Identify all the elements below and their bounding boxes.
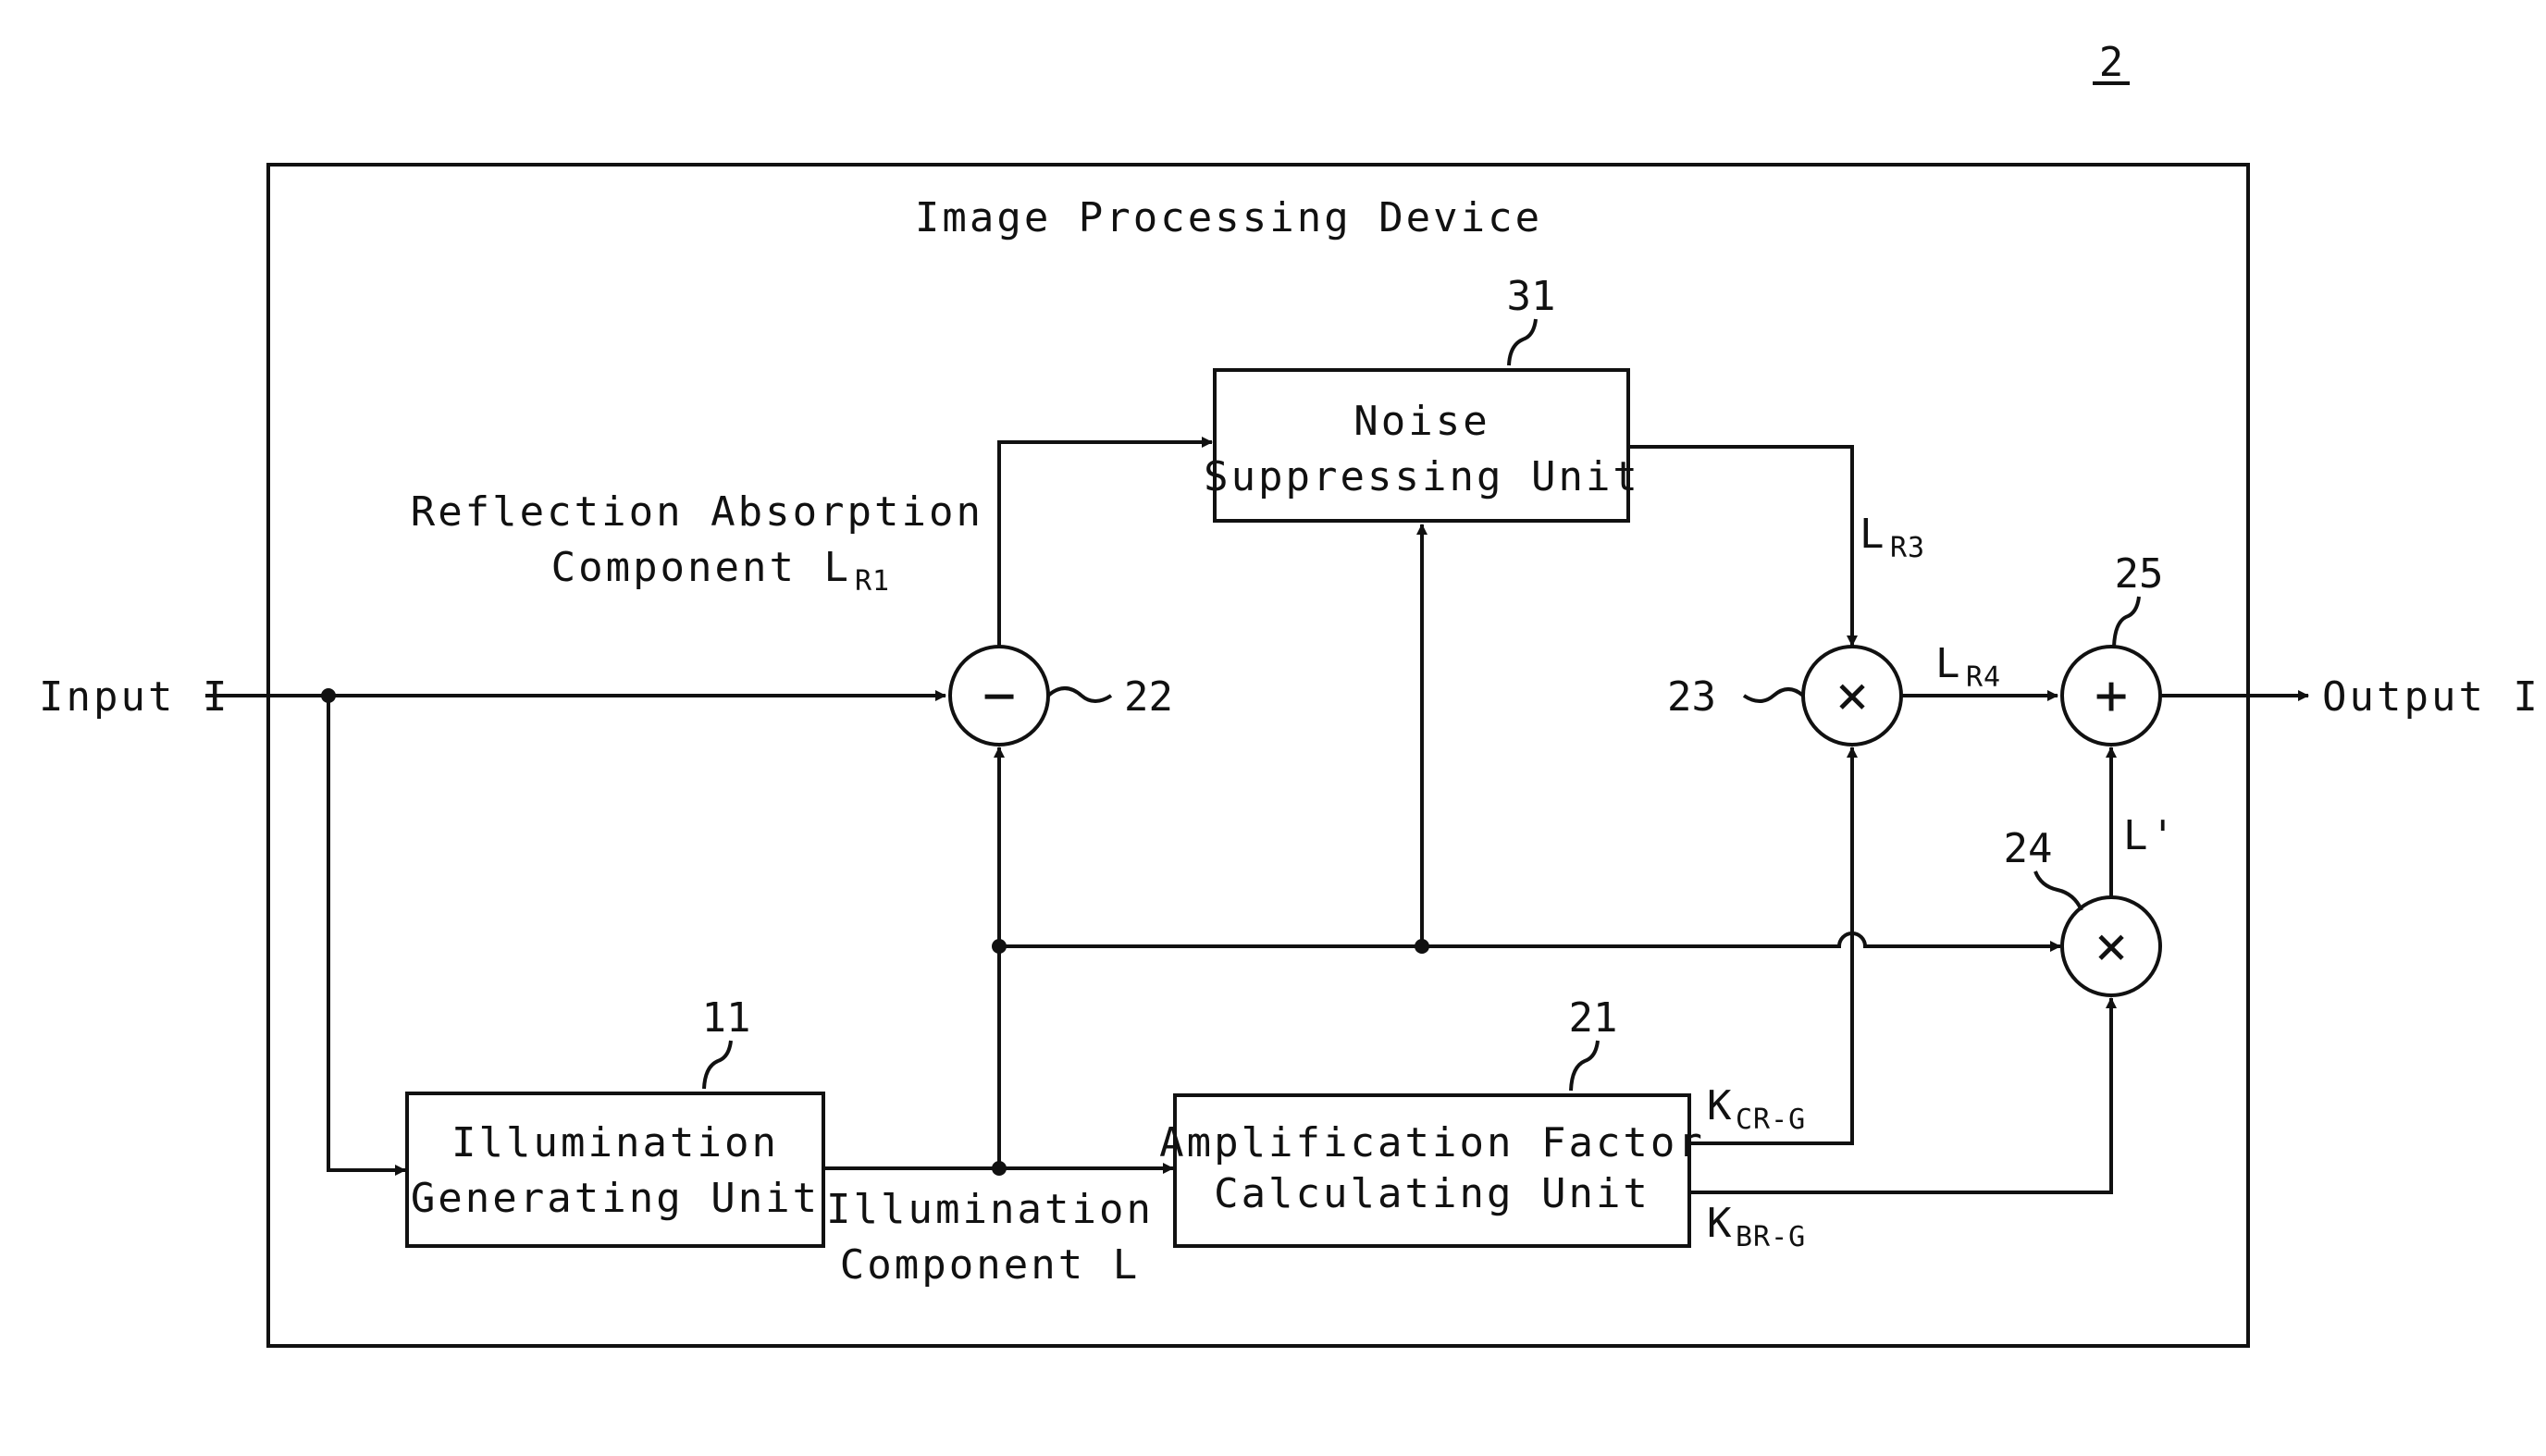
noise-unit-label-1: Noise bbox=[1353, 398, 1489, 445]
illum-comp-label-1: Illumination bbox=[826, 1186, 1154, 1233]
ref-22: 22 bbox=[1124, 673, 1173, 721]
output-label: Output I' bbox=[2322, 673, 2546, 721]
reflection-label-1: Reflection Absorption bbox=[411, 488, 983, 536]
ref-24: 24 bbox=[2004, 825, 2053, 872]
illum-comp-label-2: Component L bbox=[840, 1241, 1140, 1289]
mult-24-symbol: × bbox=[2095, 914, 2128, 979]
amplification-factor-calculating-unit: Amplification Factor Calculating Unit bbox=[1159, 1095, 1705, 1246]
figure-number: 2 bbox=[2099, 39, 2124, 86]
noise-suppressing-unit: Noise Suppressing Unit bbox=[1204, 370, 1640, 521]
add-symbol: + bbox=[2095, 663, 2128, 728]
ampl-unit-label-1: Amplification Factor bbox=[1159, 1119, 1705, 1166]
kcr-label: K bbox=[1707, 1082, 1735, 1129]
lr4-sub: R4 bbox=[1966, 661, 2001, 694]
ref-21: 21 bbox=[1569, 994, 1618, 1042]
noise-unit-label-2: Suppressing Unit bbox=[1204, 453, 1640, 500]
ampl-unit-label-2: Calculating Unit bbox=[1214, 1170, 1650, 1217]
reflection-label-sub: R1 bbox=[855, 565, 890, 598]
illumination-generating-unit: Illumination Generating Unit bbox=[407, 1093, 823, 1246]
kbr-label: K bbox=[1707, 1200, 1735, 1247]
lr3-sub: R3 bbox=[1890, 532, 1925, 564]
lr4-label: L bbox=[1935, 640, 1963, 687]
illum-unit-label-1: Illumination bbox=[451, 1119, 779, 1166]
reflection-label-2: Component L bbox=[551, 544, 851, 591]
device-title: Image Processing Device bbox=[915, 194, 1542, 241]
kcr-sub: CR-G bbox=[1736, 1104, 1806, 1136]
lprime-label: L' bbox=[2123, 812, 2178, 859]
ref-23: 23 bbox=[1667, 673, 1716, 721]
subtract-symbol: − bbox=[983, 663, 1016, 728]
kbr-sub: BR-G bbox=[1736, 1221, 1806, 1253]
ref-11: 11 bbox=[702, 994, 751, 1042]
input-label: Input I bbox=[39, 673, 229, 721]
ref-25: 25 bbox=[2115, 550, 2164, 598]
mult-23-symbol: × bbox=[1835, 663, 1869, 728]
illum-unit-label-2: Generating Unit bbox=[411, 1175, 820, 1222]
ref-31: 31 bbox=[1507, 273, 1556, 320]
lr3-label: L bbox=[1860, 511, 1887, 558]
